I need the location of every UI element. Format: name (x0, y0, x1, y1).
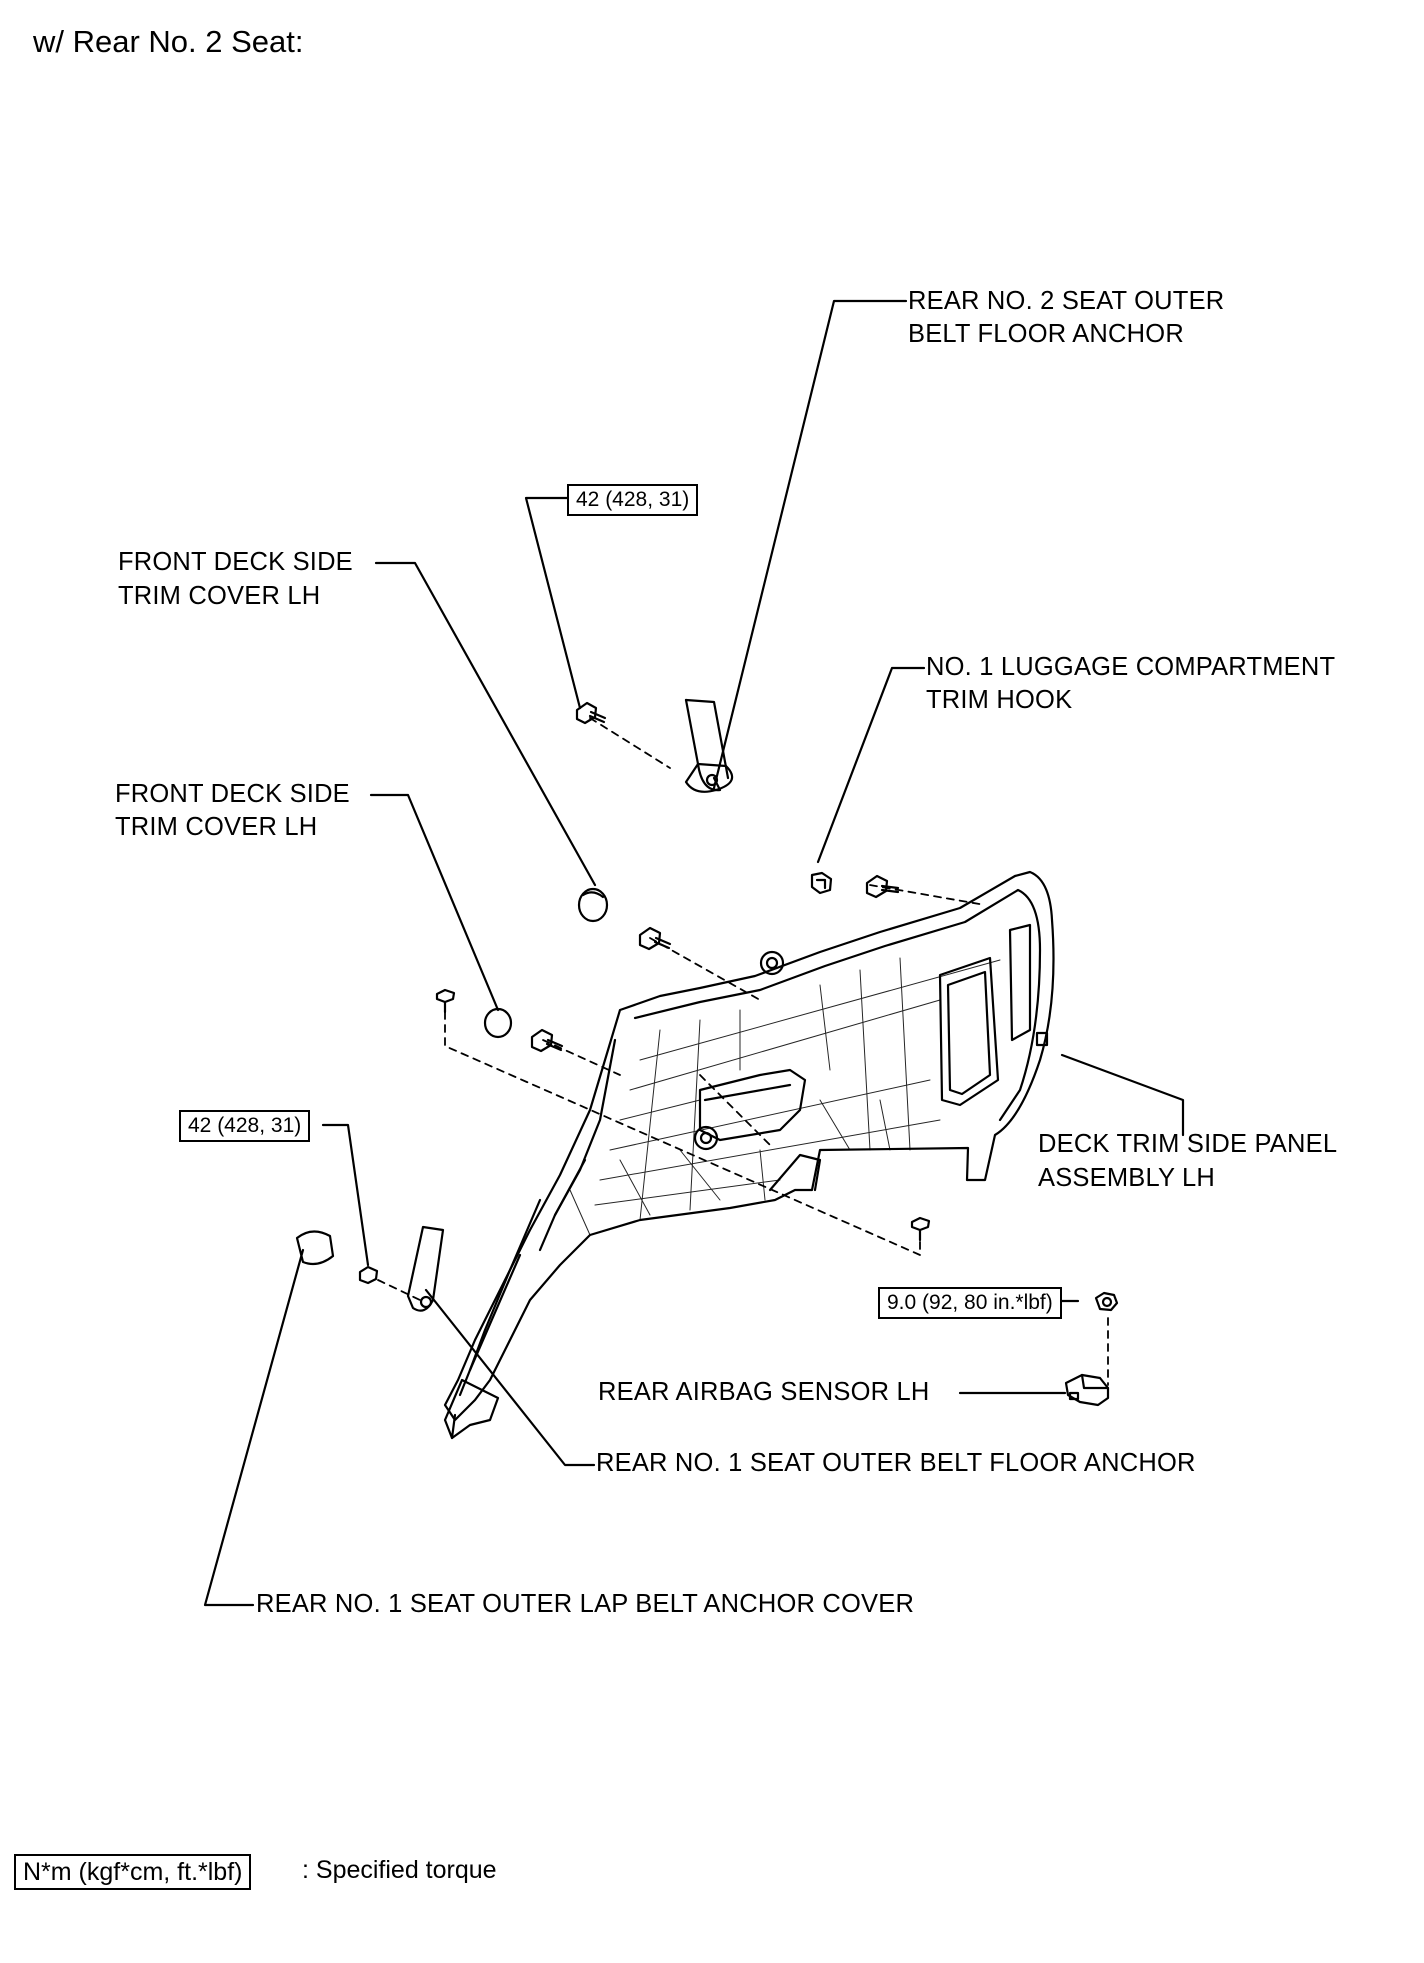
bolt-upper-shape (575, 701, 607, 725)
bolt-mid-b (530, 1028, 564, 1053)
front-cover-a-shape (577, 887, 609, 923)
front-cover-b-shape (483, 1007, 513, 1039)
label-front-cover-a-line1: FRONT DECK SIDE (118, 548, 353, 576)
label-front-cover-b-line1: FRONT DECK SIDE (115, 780, 350, 808)
label-lap-cover: REAR NO. 1 SEAT OUTER LAP BELT ANCHOR CO… (256, 1590, 915, 1618)
deck-trim-panel-shape (443, 870, 1055, 1422)
bolt-panel-bottom (910, 1216, 931, 1242)
leader-torque-lower (321, 1123, 370, 1267)
lap-cover-shape (295, 1230, 335, 1266)
sensor-nut-shape (1094, 1291, 1119, 1312)
label-hook-line1: NO. 1 LUGGAGE COMPARTMENT (926, 653, 1336, 681)
leader-hook (816, 666, 926, 864)
leader-front-cover-b (369, 793, 500, 1012)
leader-torque-upper (524, 496, 582, 710)
torque-box-sensor: 9.0 (92, 80 in.*lbf) (878, 1287, 1062, 1319)
leader-front-cover-a (374, 561, 597, 887)
airbag-sensor-shape (1064, 1373, 1110, 1407)
label-front-cover-a-line2: TRIM COVER LH (118, 582, 321, 610)
legend-torque-box: N*m (kgf*cm, ft.*lbf) (14, 1854, 252, 1890)
label-panel-line1: DECK TRIM SIDE PANEL (1038, 1130, 1338, 1158)
diagram-heading: w/ Rear No. 2 Seat: (33, 24, 304, 59)
bolt-hook-side (865, 874, 900, 899)
label-rear2-anchor-line1: REAR NO. 2 SEAT OUTER (908, 287, 1225, 315)
label-rear2-anchor-line2: BELT FLOOR ANCHOR (908, 320, 1184, 348)
bolt-mid-a (638, 926, 672, 951)
label-front-cover-b-line2: TRIM COVER LH (115, 813, 318, 841)
label-hook-line2: TRIM HOOK (926, 686, 1073, 714)
torque-box-lower: 42 (428, 31) (179, 1110, 311, 1142)
torque-box-upper: 42 (428, 31) (567, 484, 699, 516)
legend-torque-text: : Specified torque (302, 1856, 497, 1884)
bolt-lower-shape (358, 1265, 379, 1285)
label-rear1-anchor: REAR NO. 1 SEAT OUTER BELT FLOOR ANCHOR (596, 1449, 1196, 1477)
clip-left (435, 988, 456, 1014)
leader-panel (1060, 1053, 1185, 1137)
leader-rear2-anchor (712, 299, 908, 790)
leader-lap-cover (203, 1248, 305, 1607)
rear1-belt-anchor-shape (406, 1225, 500, 1440)
label-panel-line2: ASSEMBLY LH (1038, 1164, 1216, 1192)
label-airbag-sensor: REAR AIRBAG SENSOR LH (598, 1378, 930, 1406)
hook-shape (810, 871, 833, 895)
rear2-belt-anchor-shape (684, 698, 734, 793)
